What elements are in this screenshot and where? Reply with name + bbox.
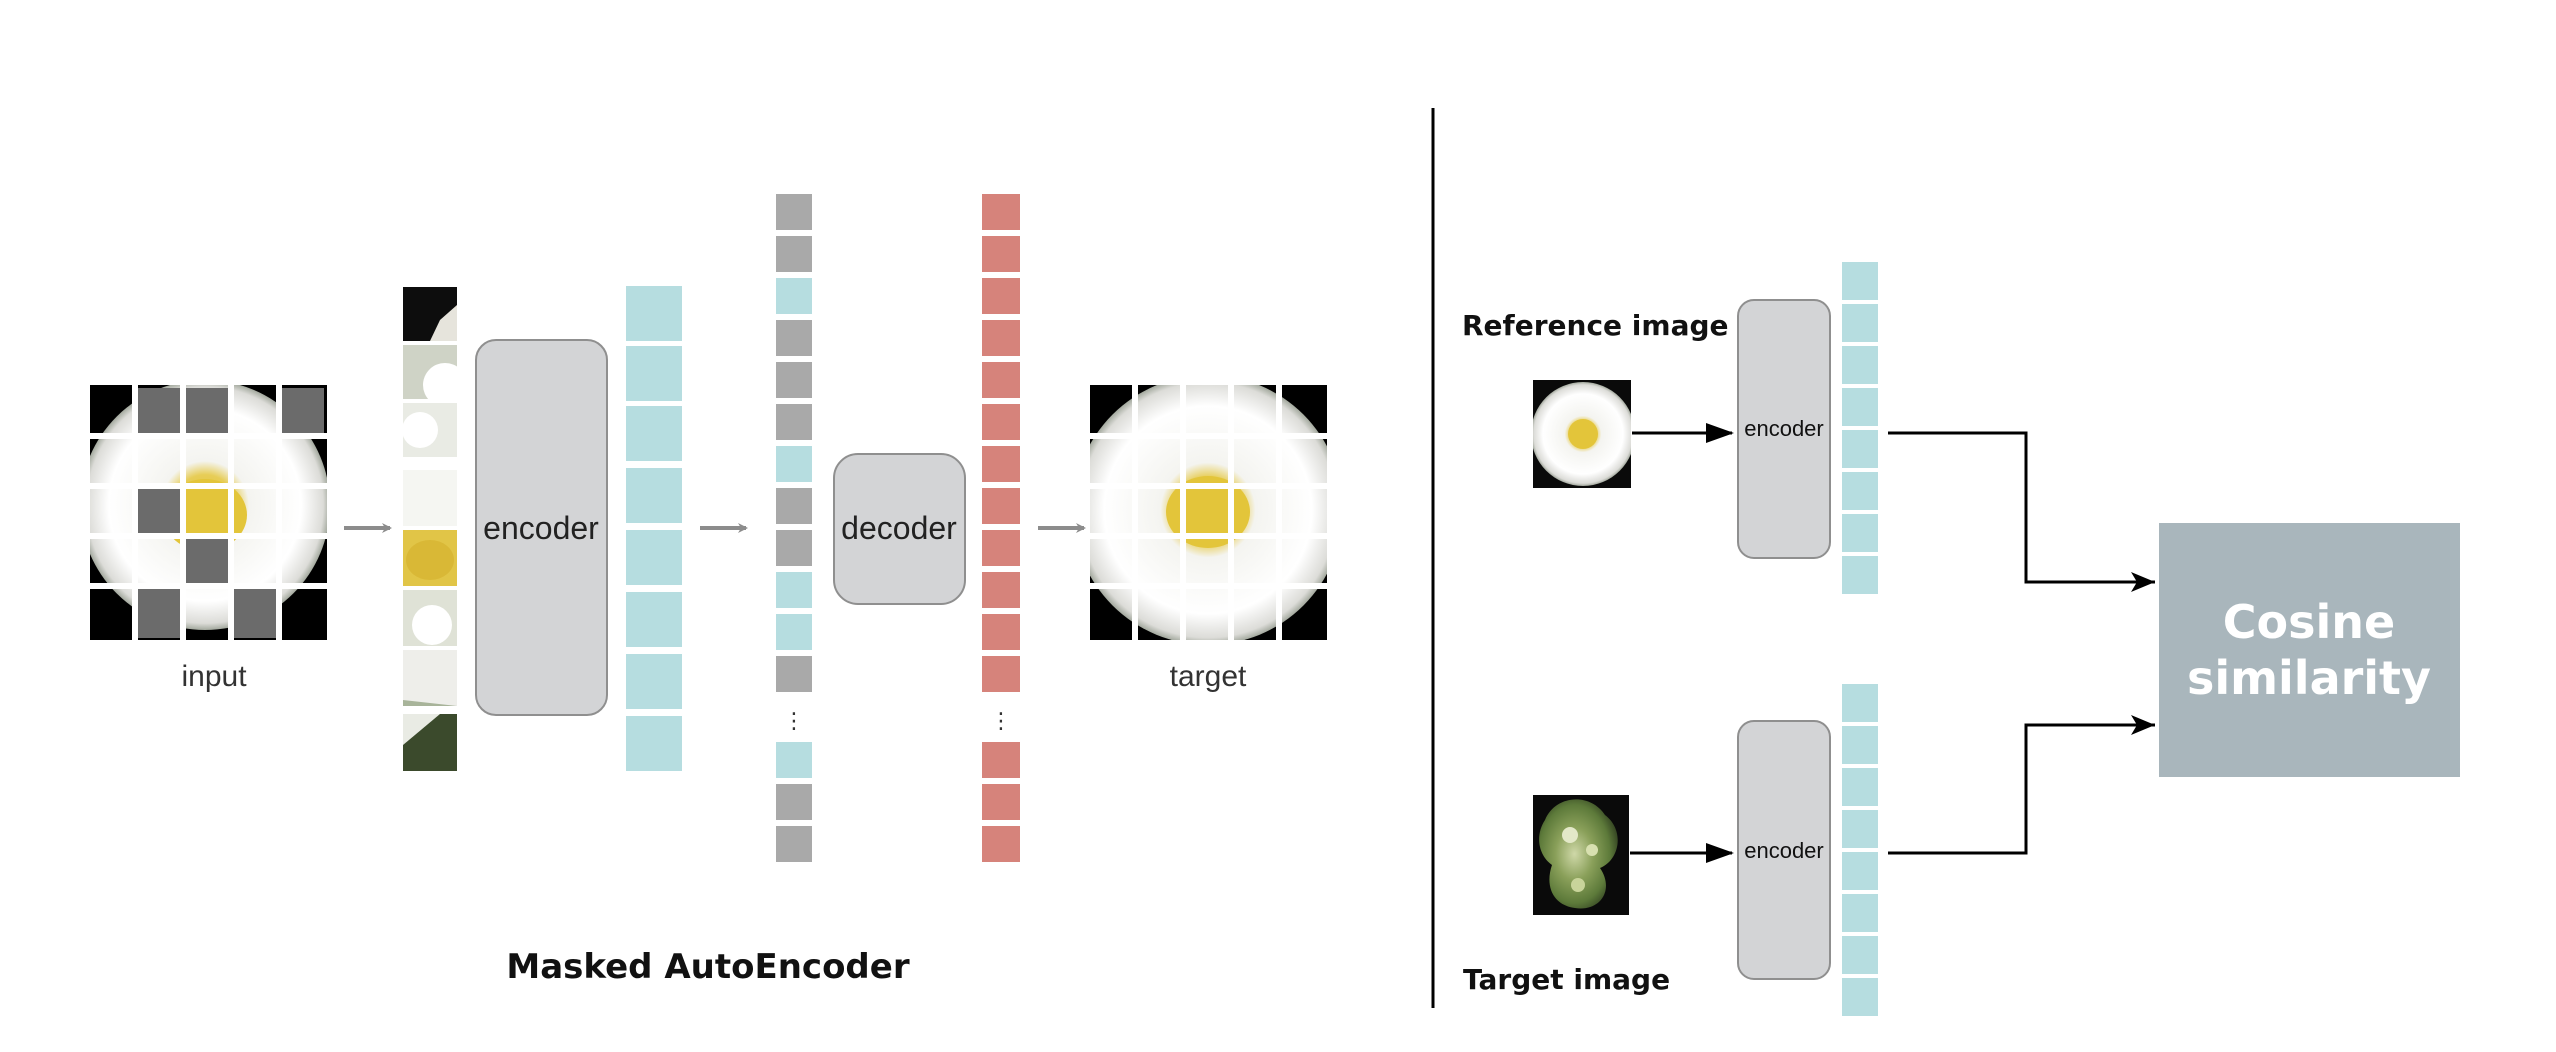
similarity-panel: Reference image encoder <box>1462 262 2460 1016</box>
target-label: target <box>1170 660 1247 693</box>
mae-panel: input encoder <box>90 194 1327 987</box>
mae-caption: Masked AutoEncoder <box>506 947 909 987</box>
connector-target-to-similarity <box>1888 715 2155 855</box>
target-image <box>1090 385 1327 640</box>
top-encoder-box <box>1737 299 1831 559</box>
target-image-small <box>1533 795 1629 915</box>
token-sequence-column: ⋮ <box>776 194 812 862</box>
connector-reference-to-similarity <box>1888 431 2155 592</box>
target-embedding-column <box>1842 684 1878 1016</box>
decoder-output-column <box>982 194 1020 862</box>
cosine-similarity-box <box>2159 523 2460 777</box>
top-encoder-label: encoder <box>1744 416 1824 441</box>
visible-patches-column <box>401 285 467 773</box>
token-sequence-ellipsis: ⋮ <box>783 709 805 734</box>
mask-patches <box>138 388 324 638</box>
bottom-encoder-label: encoder <box>1744 838 1824 863</box>
cosine-similarity-line1: Cosine <box>2223 595 2395 649</box>
decoder-label: decoder <box>841 510 957 546</box>
target-image-label: Target image <box>1463 963 1670 996</box>
bottom-encoder-box <box>1737 720 1831 980</box>
input-image <box>90 385 327 640</box>
encoded-tokens-column <box>626 286 682 771</box>
decoder-box <box>833 453 966 605</box>
reference-image <box>1533 380 1631 488</box>
mae-encoder-box <box>475 339 608 716</box>
decoder-output-ellipsis: ⋮ <box>990 709 1012 734</box>
cosine-similarity-line2: similarity <box>2187 651 2431 705</box>
reference-image-label: Reference image <box>1462 309 1729 342</box>
reference-embedding-column <box>1842 262 1878 594</box>
input-label: input <box>181 660 247 693</box>
mae-encoder-label: encoder <box>483 510 599 546</box>
